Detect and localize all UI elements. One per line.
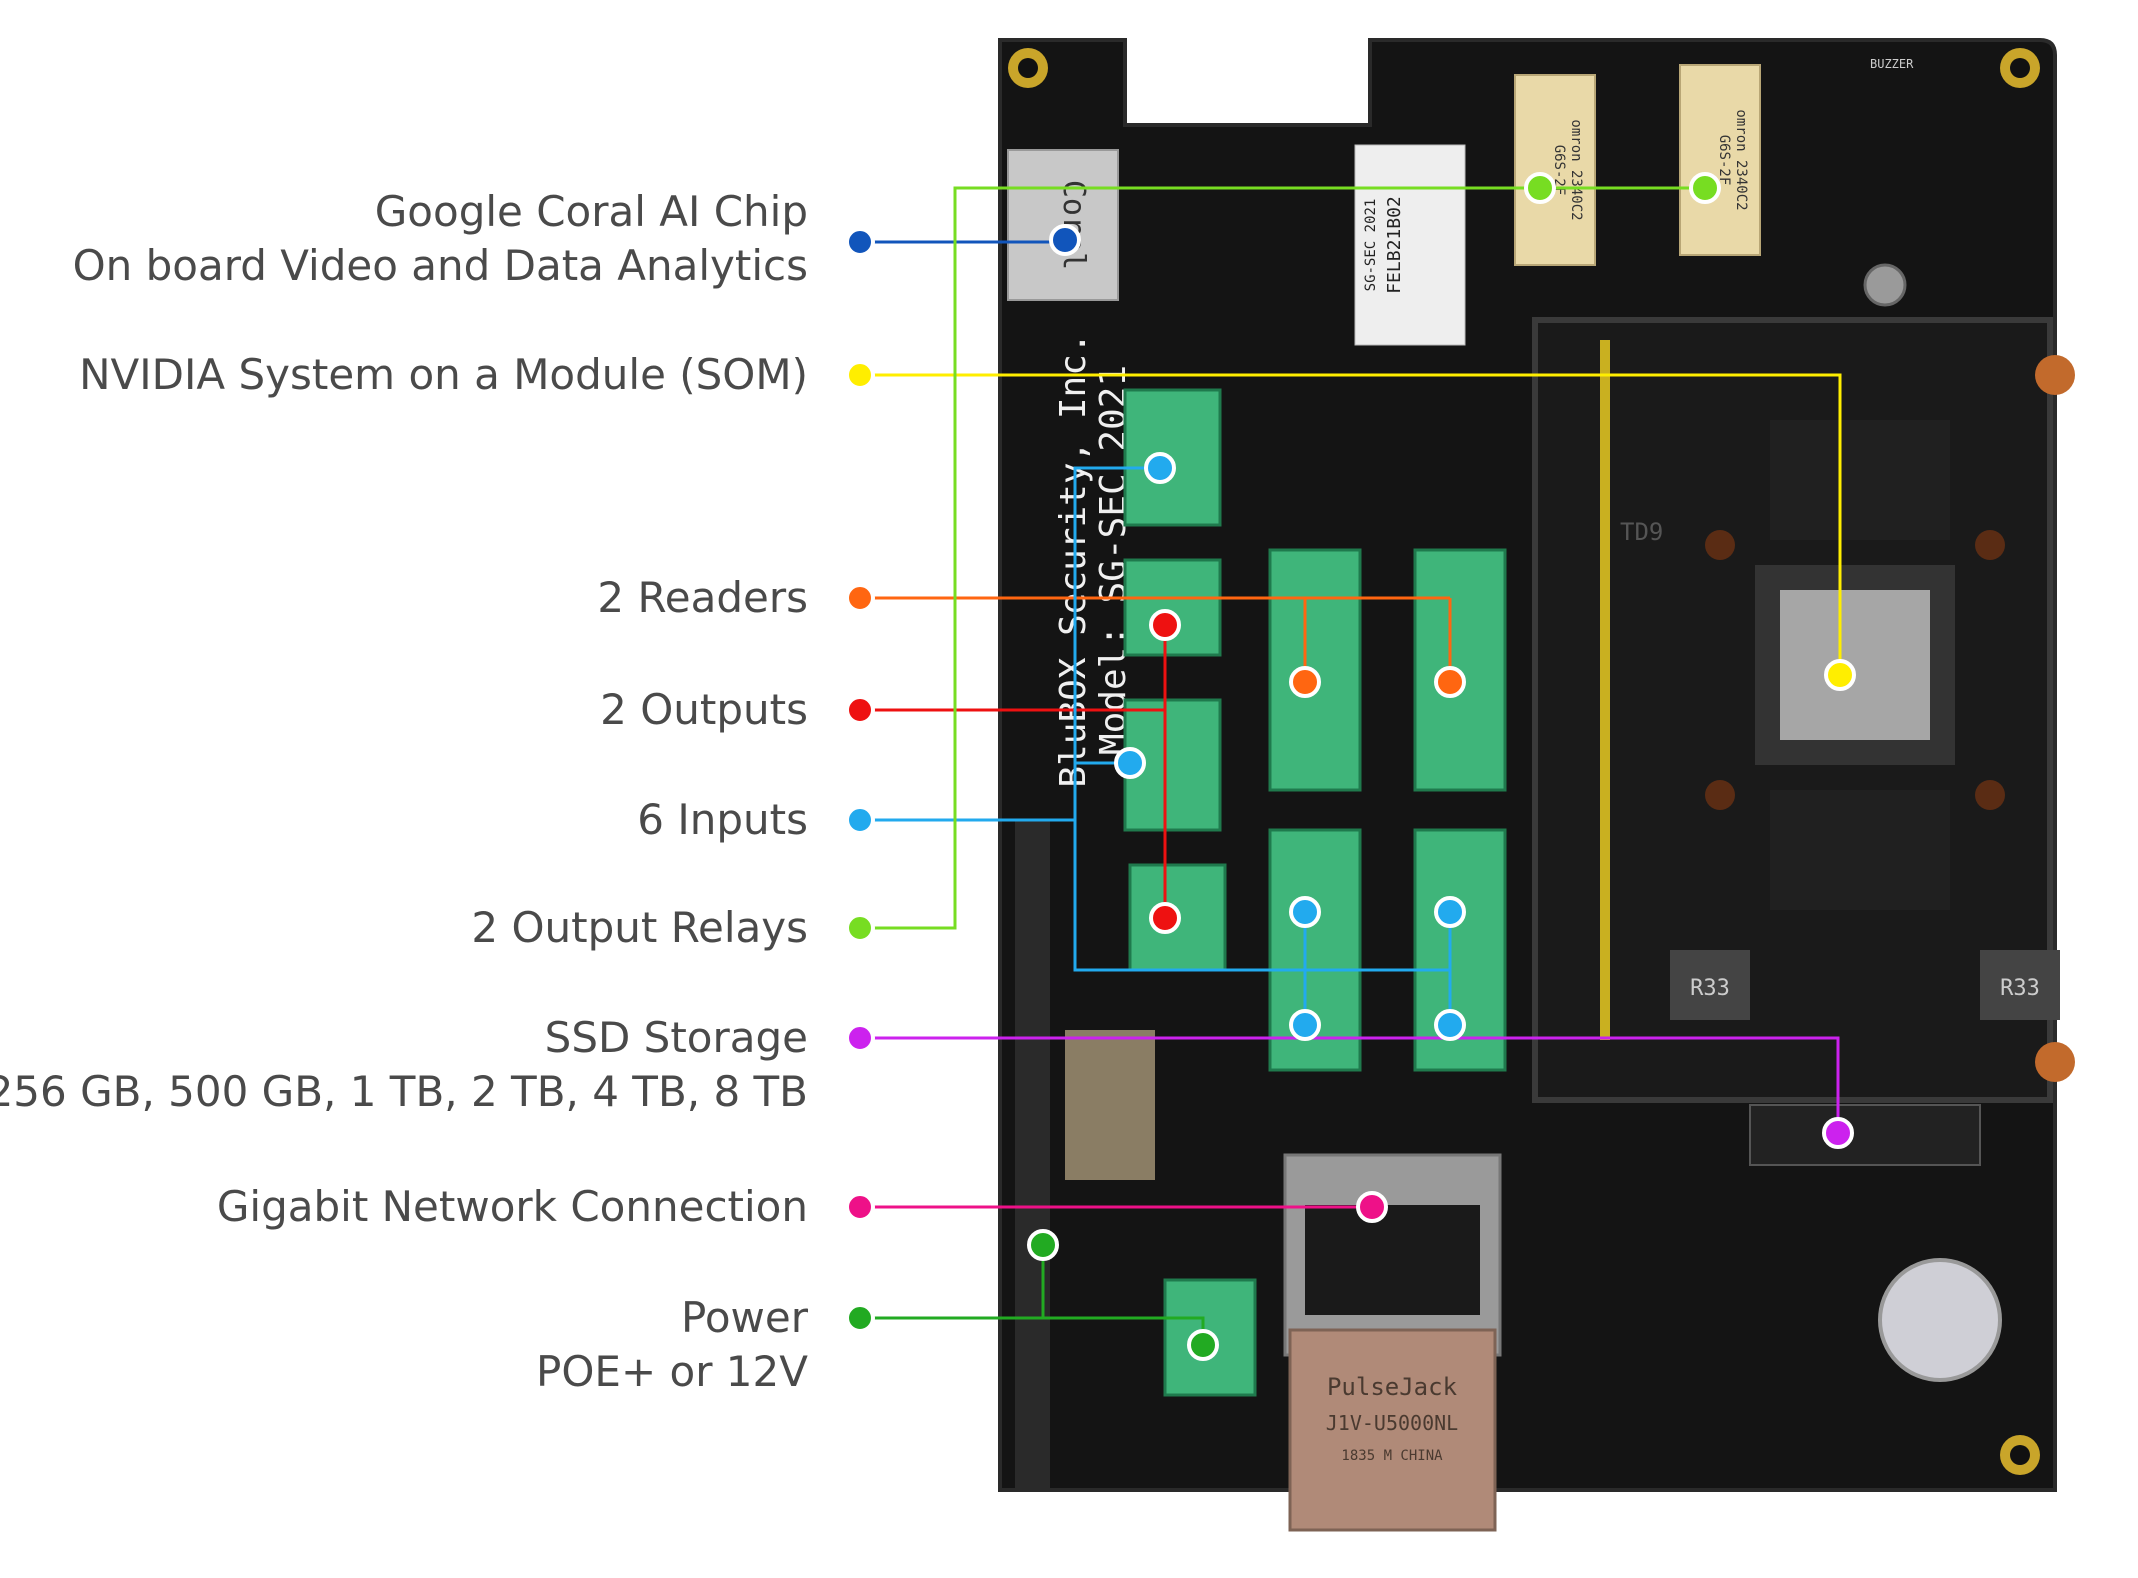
callout-dot-inputs [845,805,875,835]
label-power: Power POE+ or 12V [536,1293,808,1396]
buzzer-label: BUZZER [1870,57,1914,71]
target-dot-outputs [1149,609,1181,641]
ssd-slot [1749,1104,1981,1166]
target-dot-relays [1689,172,1721,204]
screw-icon [1863,263,1907,307]
target-dot-som [1824,659,1856,691]
label-outputs: 2 Outputs [600,685,808,734]
target-dot-inputs [1434,896,1466,928]
callout-dot-som [845,360,875,390]
label-inputs: 6 Inputs [637,795,808,844]
callout-line-som [860,373,1842,675]
relay-component: omron 2340C2 G6S-2F [1679,64,1761,256]
target-dot-coral [1049,224,1081,256]
ethernet-part: J1V-U5000NL [1326,1411,1458,1435]
som-module-label: TD9 [1620,518,1663,546]
label-ssd: SSD Storage 256 GB, 500 GB, 1 TB, 2 TB, … [0,1013,808,1116]
id-sticker [1354,144,1466,346]
callout-line-relays [860,186,1705,930]
ethernet-jack: PulseJack J1V-U5000NL 1835 M CHINA [1283,1153,1502,1532]
relay-component: omron 2340C2 G6S-2F [1514,74,1596,266]
label-readers: 2 Readers [597,573,808,622]
target-dot-ssd [1822,1117,1854,1149]
svg-text:R33: R33 [1690,976,1730,1001]
callout-dot-outputs [845,695,875,725]
pcb-board: Coral SG-SEC 2021 FELB21B02 omron 2340C2… [998,38,2075,1532]
svg-text:omron 2340C2: omron 2340C2 [1733,109,1749,210]
target-dot-network [1356,1191,1388,1223]
coin-battery-icon [1878,1258,2002,1382]
label-network: Gigabit Network Connection [216,1182,808,1231]
target-dot-inputs [1289,1009,1321,1041]
ethernet-brand: PulseJack [1327,1373,1458,1401]
callout-dot-relays [845,913,875,943]
svg-text:omron 2340C2: omron 2340C2 [1568,119,1584,220]
callout-dot-coral [845,227,875,257]
label-relays: 2 Output Relays [471,903,808,952]
callout-lines [860,186,1842,1345]
callout-dot-power [845,1303,875,1333]
target-dot-readers [1434,666,1466,698]
target-dot-power [1027,1229,1059,1261]
callout-dot-readers [845,583,875,613]
callout-dots [845,172,1856,1361]
svg-text:R33: R33 [2000,976,2040,1001]
target-dot-power [1187,1329,1219,1361]
target-dot-readers [1289,666,1321,698]
mounting-hole-icon [1008,48,2040,1475]
callout-line-ssd [860,1036,1840,1133]
target-dot-inputs [1289,896,1321,928]
svg-text:G6S-2F: G6S-2F [1716,135,1732,186]
shield-plate [1065,1030,1155,1180]
target-dot-relays [1524,172,1556,204]
target-dot-inputs [1114,747,1146,779]
ethernet-origin: 1835 M CHINA [1341,1448,1443,1464]
target-dot-inputs [1434,1009,1466,1041]
side-connector [1015,820,1050,1490]
callout-dot-network [845,1192,875,1222]
som-module: TD9 R33 R33 [1532,317,2075,1103]
callout-line-inputs [860,818,1450,972]
target-dot-inputs [1144,452,1176,484]
target-dot-outputs [1149,902,1181,934]
sticker-text-1: SG-SEC 2021 [1363,199,1379,292]
label-som: NVIDIA System on a Module (SOM) [79,350,808,399]
callout-dot-ssd [845,1023,875,1053]
sticker-text-2: FELB21B02 [1384,196,1405,294]
label-coral: Google Coral AI Chip On board Video and … [72,187,808,290]
